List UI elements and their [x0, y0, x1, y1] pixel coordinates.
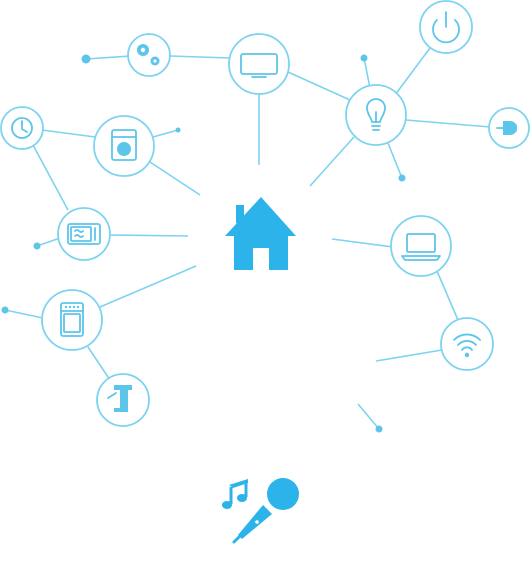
settings-gears-icon	[127, 33, 171, 77]
clock-icon	[0, 106, 44, 150]
light-bulb-icon	[345, 84, 407, 146]
oven-icon	[41, 289, 103, 351]
wifi-icon	[440, 317, 494, 371]
washing-machine-icon	[93, 115, 155, 177]
house-icon	[225, 197, 296, 270]
tv-monitor-icon	[228, 33, 290, 95]
microphone-music-icon	[222, 478, 299, 544]
microphone-icon	[232, 478, 299, 544]
connection-lines	[4, 47, 491, 430]
music-note-icon	[222, 479, 248, 509]
coffee-machine-icon	[96, 373, 150, 427]
laptop-icon	[390, 215, 452, 277]
power-icon	[419, 0, 473, 54]
endpoint-dots	[1, 54, 406, 433]
microwave-icon	[57, 207, 111, 261]
power-plug-icon	[488, 107, 530, 149]
